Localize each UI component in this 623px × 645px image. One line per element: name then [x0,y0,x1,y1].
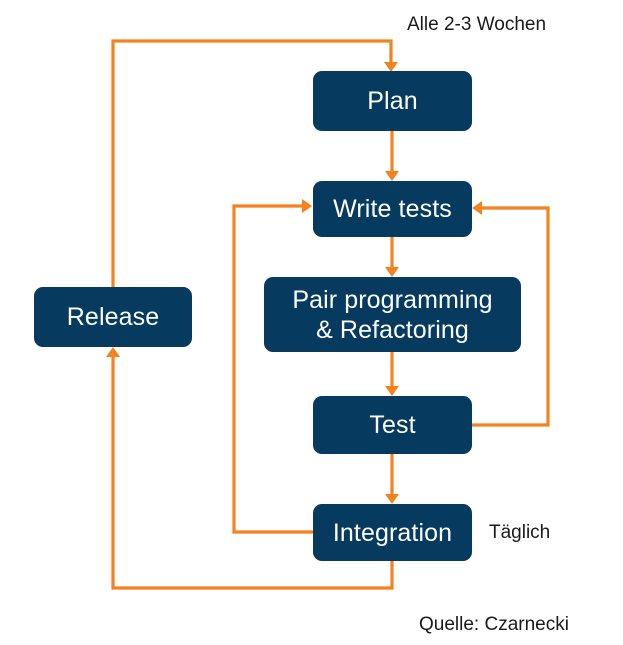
source-caption: Quelle: Czarnecki [419,614,569,635]
node-integration-label: Integration [332,518,453,547]
connector-integration-to-release [111,356,394,590]
node-plan-label: Plan [367,87,418,115]
node-release[interactable]: Release [34,287,192,347]
node-pair-programming[interactable]: Pair programming & Refactoring [264,277,521,352]
arrowhead-into-pair [385,267,399,277]
node-test[interactable]: Test [313,396,472,454]
node-test-label: Test [369,411,416,439]
arrowhead-into-write-tests-left [302,199,312,213]
node-release-label: Release [66,303,160,331]
node-integration[interactable]: Integration [313,504,472,561]
arrowhead-into-integration [385,494,399,504]
arrowhead-into-release [106,347,120,357]
connector-test-to-write-tests [472,206,550,427]
arrowhead-into-test [385,386,399,396]
arrowhead-into-write-tests-right [472,201,482,215]
node-write-tests-label: Write tests [333,195,452,223]
daily-caption: Täglich [489,522,551,543]
arrowhead-into-plan [384,62,398,72]
connector-integration-to-write-tests [232,204,313,534]
connector-release-to-plan [111,39,393,287]
node-pair-programming-label: Pair programming & Refactoring [292,285,493,344]
node-plan[interactable]: Plan [313,71,472,131]
cadence-caption: Alle 2-3 Wochen [407,14,547,35]
node-write-tests[interactable]: Write tests [313,181,472,237]
arrowhead-into-write-tests-top [385,171,399,181]
